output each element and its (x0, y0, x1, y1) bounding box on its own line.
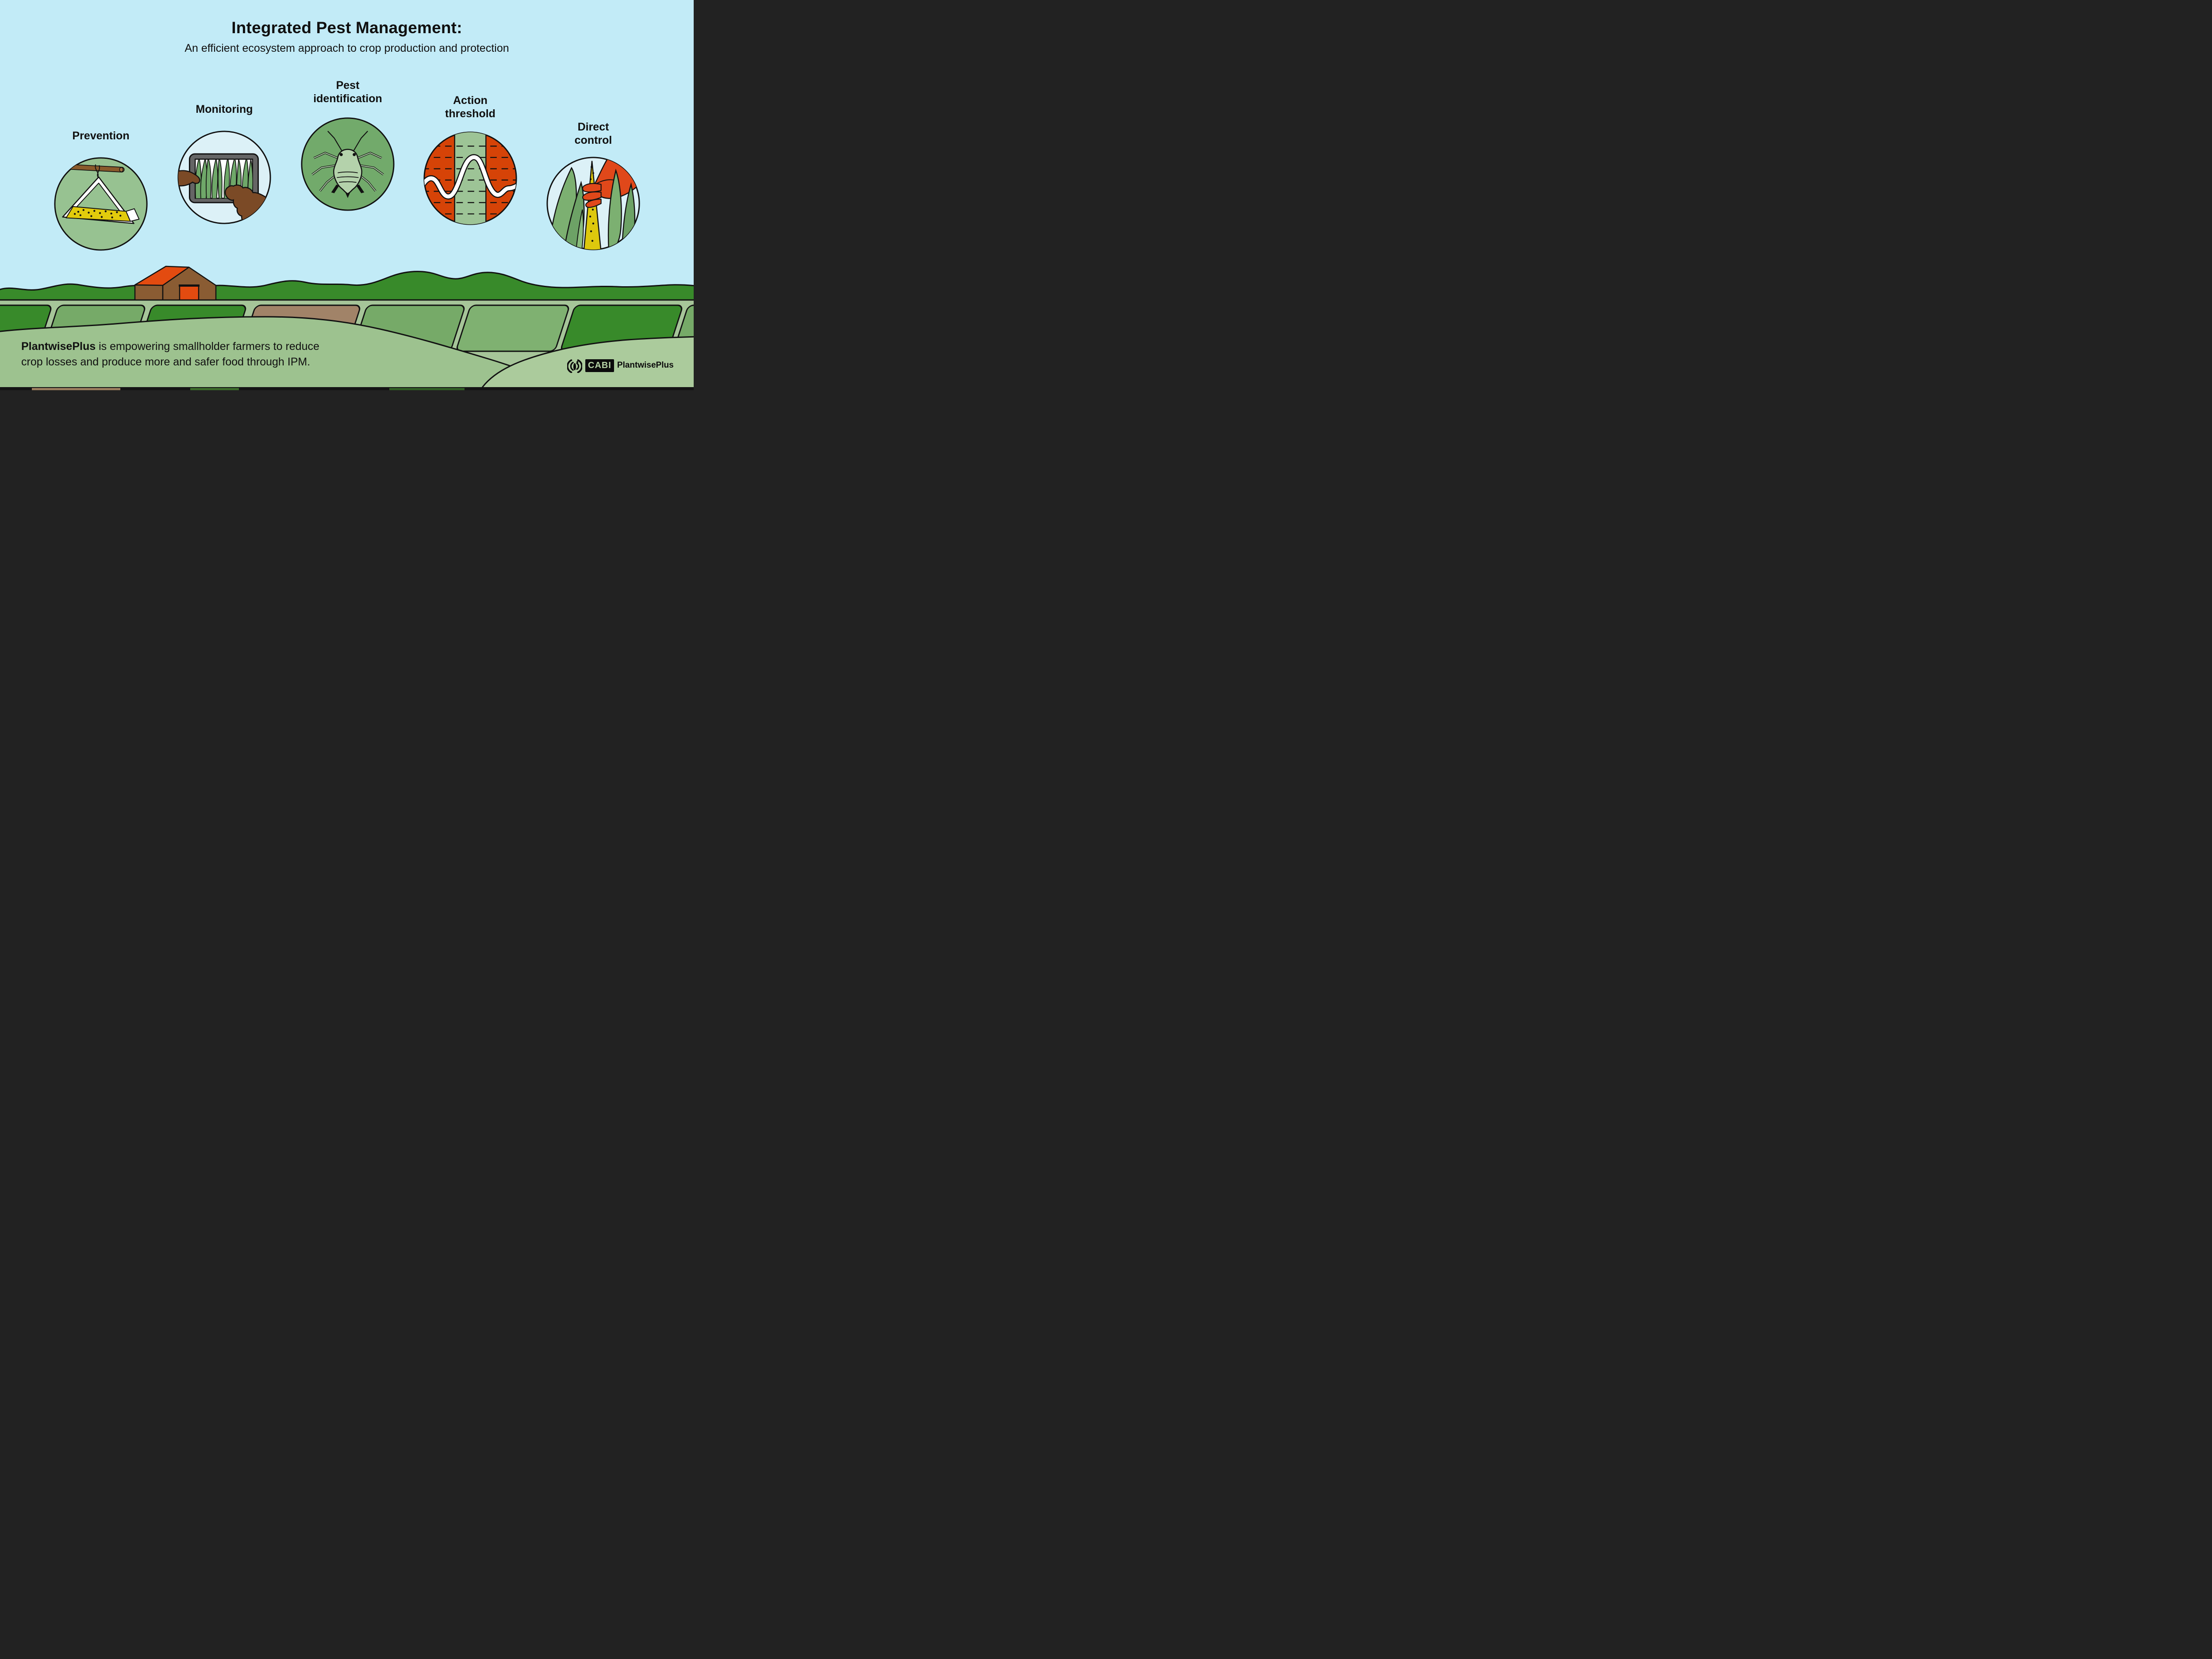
farmhouse (134, 265, 217, 301)
step-label-direct-control: Direct control (574, 121, 612, 146)
aphid-icon (301, 117, 395, 211)
hedge (0, 271, 694, 301)
step-label-prevention: Prevention (72, 130, 130, 142)
bottom-field-strip (0, 387, 694, 390)
step-label-action-threshold: Action threshold (445, 94, 495, 120)
pheromone-trap-icon (54, 157, 148, 251)
page-subtitle: An efficient ecosystem approach to crop … (184, 42, 509, 54)
threshold-chart-drawing (424, 132, 517, 225)
footer-line1: is empowering smallholder farmers to red… (96, 340, 319, 353)
threshold-chart-icon (423, 131, 517, 225)
step-label-pest-identification: Pest identification (313, 79, 382, 105)
aphid-drawing (311, 131, 384, 198)
sticky-trap-hand-icon (546, 157, 640, 250)
cabi-plantwiseplus-logo: CABI PlantwisePlus (567, 357, 674, 373)
page-title: Integrated Pest Management: (231, 19, 462, 37)
footer-brand: PlantwisePlus (21, 340, 96, 353)
cabi-wordmark: CABI (585, 359, 614, 372)
footer-line2: crop losses and produce more and safer f… (21, 356, 311, 368)
ipm-infographic: Integrated Pest Management: An efficient… (0, 0, 694, 390)
step-label-monitoring: Monitoring (196, 103, 253, 115)
tablet-crop-monitoring-icon (177, 131, 271, 224)
plantwiseplus-wordmark: PlantwisePlus (617, 361, 674, 370)
cabi-logo-icon (567, 359, 582, 373)
foreground-hill-left (0, 316, 559, 390)
pheromone-trap-drawing (61, 164, 140, 224)
footer-message: PlantwisePlus is empowering smallholder … (21, 339, 402, 370)
farm-landscape-illustration (0, 265, 694, 390)
